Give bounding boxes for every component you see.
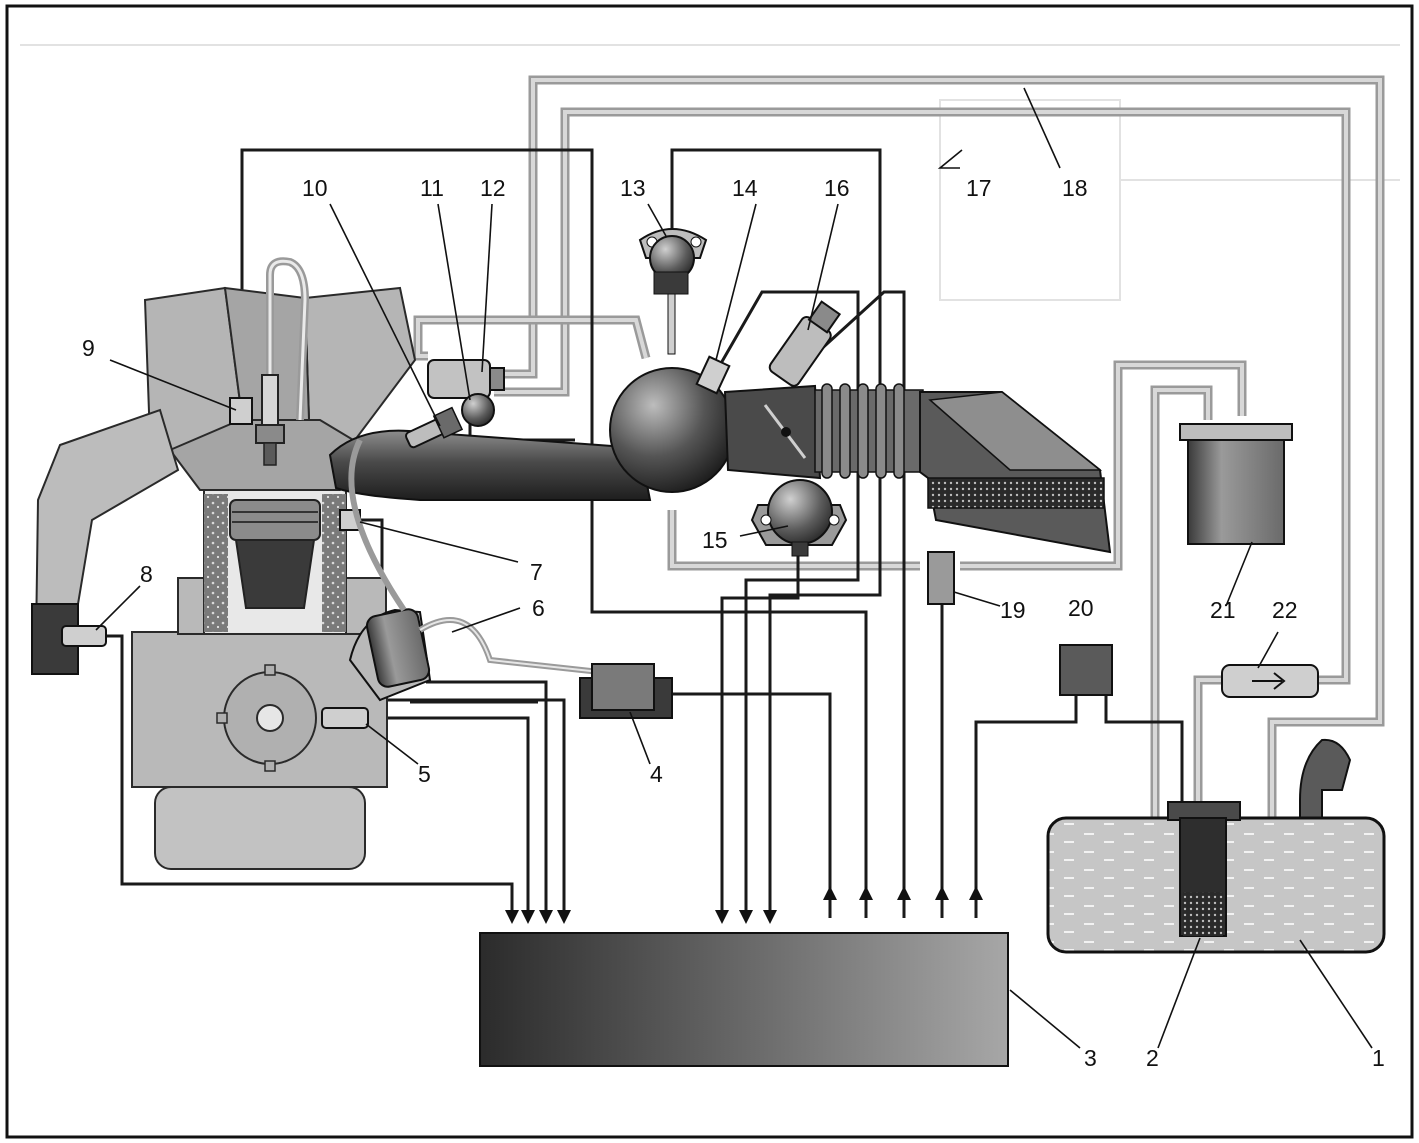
label-13: 13 (620, 175, 646, 201)
label-22: 22 (1272, 597, 1298, 623)
label-20: 20 (1068, 595, 1094, 621)
fuel-lines (413, 75, 1385, 830)
label-6: 6 (532, 595, 545, 621)
label-9: 9 (82, 335, 95, 361)
fuel-filter (1221, 664, 1319, 698)
wiring (106, 148, 1184, 918)
relay-module (579, 663, 673, 719)
fuel-regulator (427, 359, 505, 427)
label-19: 19 (1000, 597, 1026, 623)
label-15: 15 (702, 527, 728, 553)
label-8: 8 (140, 561, 153, 587)
label-5: 5 (418, 761, 431, 787)
label-3: 3 (1084, 1045, 1097, 1071)
label-14: 14 (732, 175, 758, 201)
crank-sensor (321, 707, 369, 729)
label-1: 1 (1372, 1045, 1385, 1071)
label-18: 18 (1062, 175, 1088, 201)
purge-valve (927, 551, 955, 605)
label-4: 4 (650, 761, 663, 787)
label-17: 17 (966, 175, 992, 201)
fuel-injector (404, 406, 464, 449)
leader-lines (95, 87, 1373, 1049)
label-12: 12 (480, 175, 506, 201)
label-2: 2 (1146, 1045, 1159, 1071)
fuel-tank (1046, 738, 1386, 954)
frame-border (5, 4, 1414, 1139)
fuel-pump-relay (1059, 644, 1113, 696)
charcoal-canister (1179, 423, 1293, 545)
label-10: 10 (302, 175, 328, 201)
idle-valve (750, 479, 848, 557)
ignition-module (348, 438, 601, 702)
label-16: 16 (824, 175, 850, 201)
number-labels: 1 2 3 4 5 6 7 8 9 10 11 12 13 14 15 16 1… (82, 175, 1385, 1071)
intake-system (328, 367, 1112, 554)
label-11: 11 (420, 175, 444, 201)
coolant-sensor (229, 397, 253, 425)
ecu-arrows (505, 886, 983, 924)
label-7: 7 (530, 559, 543, 585)
label-21: 21 (1210, 597, 1236, 623)
engine (31, 257, 417, 870)
pressure-sensor (638, 228, 708, 355)
plenum-sensor (695, 355, 731, 395)
oxygen-sensor (61, 625, 107, 647)
ecu-block (479, 932, 1009, 1067)
throttle-sensor (768, 300, 842, 387)
